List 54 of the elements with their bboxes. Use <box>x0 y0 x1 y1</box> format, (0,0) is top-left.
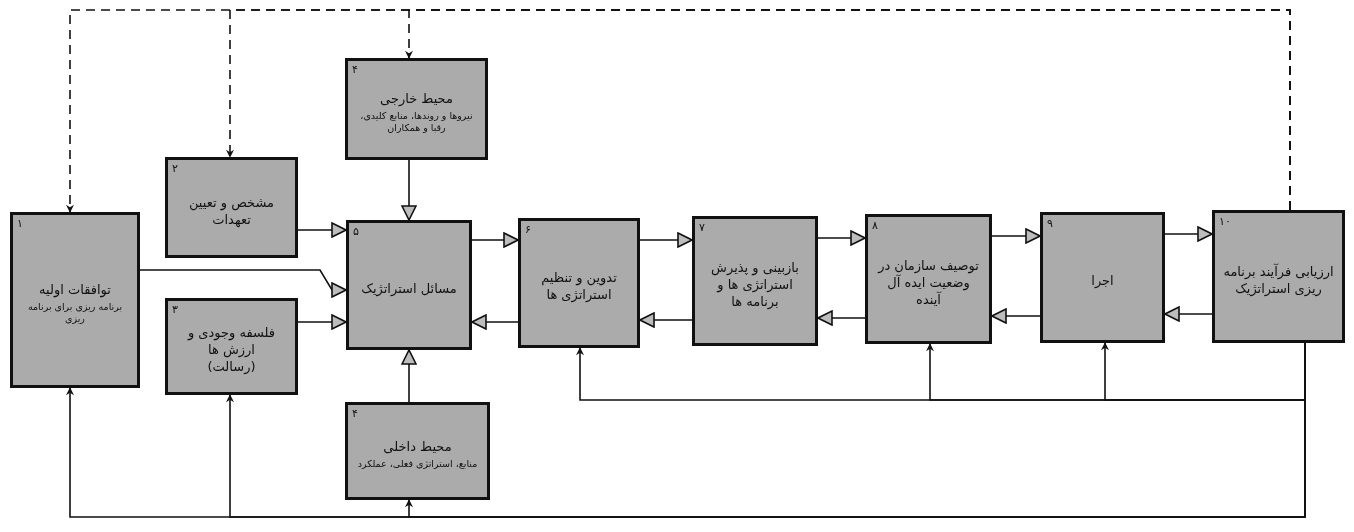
step-number: ۶ <box>525 223 531 236</box>
feedback-arrow <box>405 9 1291 211</box>
box-note: منابع، استراتژی فعلی، عملکرد <box>357 458 478 470</box>
arrow <box>139 269 347 298</box>
process-box <box>865 214 992 344</box>
process-box <box>345 58 488 160</box>
box-title: توصیف سازمان در وضعیت ایده آل آینده <box>876 256 980 308</box>
arrow <box>471 314 519 330</box>
arrow <box>817 230 866 246</box>
box-title: محیط داخلی <box>383 438 452 455</box>
process-box <box>345 402 490 500</box>
step-number: ۲ <box>172 162 178 175</box>
box-title: محیط خارجی <box>380 90 453 107</box>
arrow <box>401 349 417 403</box>
arrow <box>297 314 347 330</box>
arrow <box>297 222 347 238</box>
step-number: ۷ <box>699 221 705 234</box>
process-box <box>346 220 472 350</box>
step-number: ۹ <box>1047 217 1053 230</box>
step-number: ۳ <box>172 303 178 316</box>
box-note: نیروها و روندها، منابع کلیدی، رقبا و همکاران <box>359 110 474 134</box>
arrow <box>991 308 1041 324</box>
box-title: فلسفه وجودی و ارزش ها <box>186 324 277 358</box>
box-title: مسائل استراتژیک <box>361 279 457 297</box>
box-title: (رسالت) <box>207 358 256 375</box>
box-note: برنامه ریزی برای برنامه ریزی <box>26 301 124 325</box>
box-title: تدوین و تنظیم استراتژی ها <box>540 269 618 303</box>
arrow <box>991 228 1041 244</box>
process-box <box>10 212 140 388</box>
step-number: ۱۰ <box>1219 215 1231 228</box>
arrow <box>639 232 693 248</box>
arrow <box>639 312 693 328</box>
step-number: ۸ <box>872 219 878 232</box>
arrow <box>401 159 417 221</box>
arrow <box>1164 226 1213 242</box>
box-title: اجرا <box>1091 272 1114 289</box>
box-title: توافقات اولیه <box>39 281 111 298</box>
step-number: ۴ <box>352 63 358 76</box>
process-box <box>1212 210 1345 343</box>
feedback-arrow <box>1101 342 1306 401</box>
process-box <box>692 216 818 346</box>
box-title: ارزیابی فرآیند برنامه ریزی استراتژیک <box>1223 262 1334 297</box>
process-box <box>165 298 298 395</box>
box-title: بازبینی و پذیرش استراتژی ها و برنامه ها <box>710 258 800 310</box>
arrow <box>1164 306 1213 322</box>
box-title: مشخص و تعیین تعهدات <box>187 193 276 228</box>
process-box <box>165 157 298 258</box>
step-number: ۱ <box>17 217 23 230</box>
arrow <box>817 310 866 326</box>
process-box <box>1040 212 1165 343</box>
step-number: ۵ <box>353 225 359 238</box>
step-number: ۴ <box>352 407 358 420</box>
process-box <box>518 218 640 348</box>
arrow <box>471 232 519 248</box>
